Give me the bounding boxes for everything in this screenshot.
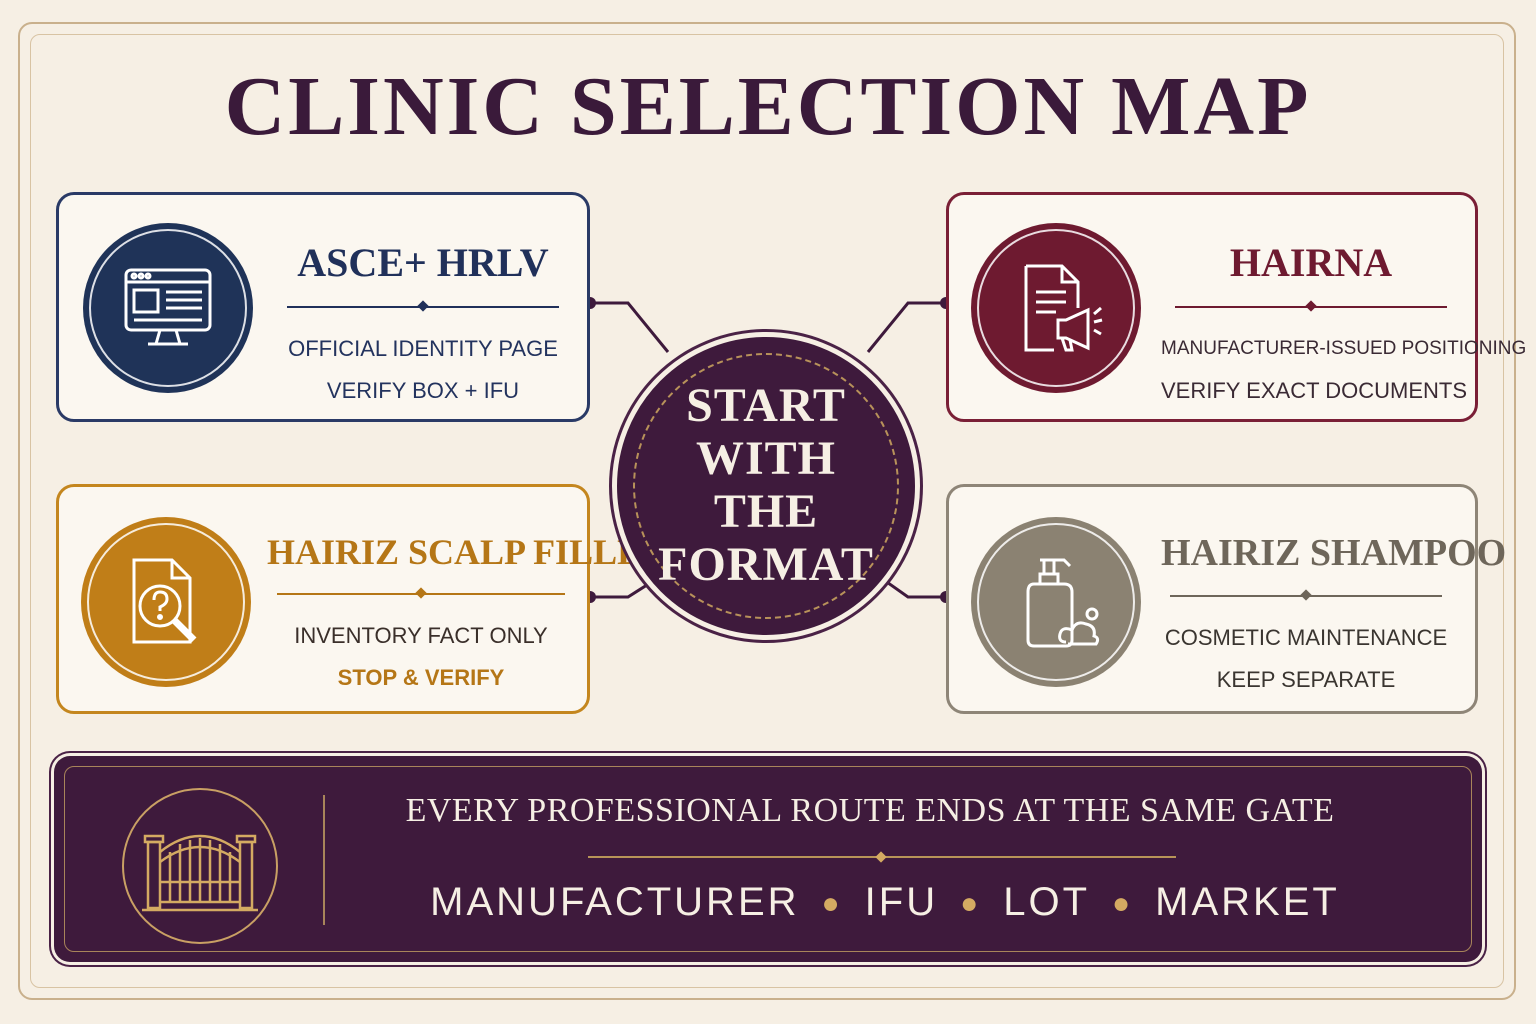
card-asce-hrlv: ASCE+ HRLV OFFICIAL IDENTITY PAGE VERIFY… <box>56 192 590 422</box>
outer-frame <box>18 22 1516 1000</box>
hub-ring <box>633 353 899 619</box>
connector-top-right <box>866 301 946 353</box>
card-line-2: VERIFY EXACT DOCUMENTS <box>1161 378 1468 403</box>
bullet-dot: ● <box>1112 887 1134 921</box>
banner-inner-border <box>64 766 1472 952</box>
divider <box>1170 589 1442 603</box>
gate-banner <box>54 756 1482 962</box>
card-line-1: COSMETIC MAINTENANCE <box>1164 625 1448 650</box>
divider <box>287 300 559 314</box>
connector-bottom-right <box>883 578 946 599</box>
inner-frame <box>30 34 1504 988</box>
banner-divider <box>323 795 325 925</box>
start-hub: START WITH THE FORMAT <box>612 332 920 640</box>
hub-line: THE <box>713 485 819 538</box>
card-line-1: OFFICIAL IDENTITY PAGE <box>288 336 558 361</box>
gate-item-ifu: IFU <box>864 880 939 924</box>
card-heading: ASCE+ HRLV <box>297 240 549 285</box>
card-line-2: KEEP SEPARATE <box>1216 667 1396 692</box>
bullet-dot: ● <box>960 887 982 921</box>
card-hairiz-scalp-filler: HAIRIZ SCALP FILLER INVENTORY FACT ONLY … <box>56 484 668 714</box>
card-line-2: STOP & VERIFY <box>337 665 505 690</box>
card-line-1: INVENTORY FACT ONLY <box>294 623 548 648</box>
divider <box>1175 300 1447 314</box>
card-heading: HAIRIZ SHAMPOO <box>1161 532 1507 574</box>
card-line-2: VERIFY BOX + IFU <box>326 378 520 403</box>
gate-items: MANUFACTURER ● IFU ● LOT ● MARKET <box>330 880 1440 925</box>
bullet-dot: ● <box>821 887 843 921</box>
gate-icon <box>122 788 278 944</box>
card-hairiz-shampoo: HAIRIZ SHAMPOO COSMETIC MAINTENANCE KEEP… <box>946 484 1507 714</box>
document-question-icon <box>81 517 251 687</box>
page-title: CLINIC SELECTION MAP <box>224 60 1312 153</box>
card-hairna: HAIRNA MANUFACTURER-ISSUED POSITIONING V… <box>946 192 1527 422</box>
banner-heading: EVERY PROFESSIONAL ROUTE ENDS AT THE SAM… <box>405 792 1335 829</box>
document-megaphone-icon <box>971 223 1141 393</box>
monitor-icon <box>83 223 253 393</box>
connector-top-left <box>590 301 670 353</box>
gate-item-lot: LOT <box>1003 880 1090 924</box>
card-line-1: MANUFACTURER-ISSUED POSITIONING <box>1161 338 1527 359</box>
hub-line: FORMAT <box>658 538 874 591</box>
card-heading: HAIRNA <box>1229 240 1393 285</box>
hub-line: WITH <box>695 432 837 485</box>
gate-item-market: MARKET <box>1155 880 1340 924</box>
hub-text: START WITH THE FORMAT <box>617 379 915 591</box>
pump-bottle-icon <box>971 517 1141 687</box>
hub-line: START <box>686 379 846 432</box>
gate-item-manufacturer: MANUFACTURER <box>430 880 800 924</box>
divider <box>277 587 565 601</box>
card-heading: HAIRIZ SCALP FILLER <box>267 532 668 572</box>
